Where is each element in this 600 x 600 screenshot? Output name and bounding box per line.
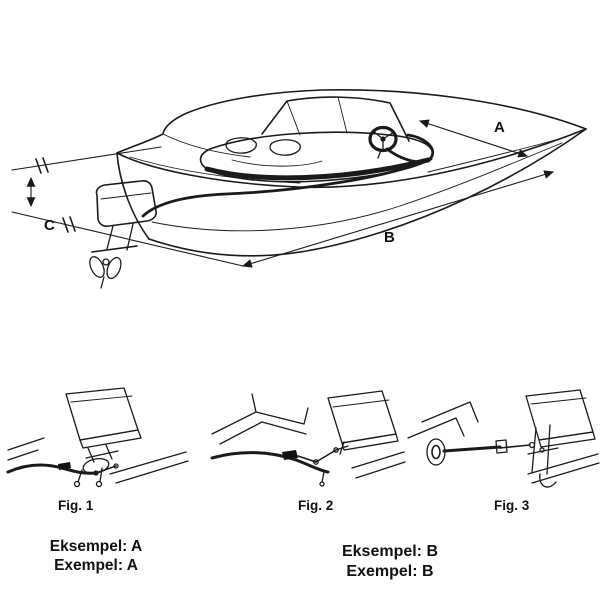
windshield-panel-line-1 [286,100,301,136]
fig1-link-pivot-2 [113,463,119,469]
fig1-clamp-knob-1 [73,480,81,488]
fig3-tilt-tube-bezel-outer [426,438,446,466]
fig1-link-pivot-1 [93,470,99,476]
boat-overview-drawing: A B C [11,88,587,289]
outboard-motor [89,180,157,289]
captions: Eksempel: A Exempel: A Eksempel: B Exemp… [50,538,438,580]
steering-wheel-pedestal [377,149,382,159]
fig3-cowling-pan [538,431,596,448]
steering-wheel [368,125,398,159]
figure-2-drawing: Fig. 2 [210,390,406,513]
propeller-blade-right [106,256,122,280]
motor-midsection [106,223,134,251]
dimension-b-line [241,170,555,268]
fig2-transom-verticals [251,393,309,425]
fig2-link-rod [315,449,337,463]
figure-1-label: Fig. 1 [58,498,94,513]
reference-line-upper [11,146,162,171]
reference-line-lower [11,211,244,267]
fig3-cowling-accent [530,397,587,405]
boat-inner-deck-line [427,136,567,173]
seat-left [225,137,257,154]
bench-line [231,159,323,167]
fig1-cable-fitting [58,462,71,470]
fig1-gunwale-lines [109,451,189,484]
fig1-cowling-accent [70,395,133,403]
fig3-rod-nut [495,439,508,454]
fig2-steering-cable [210,451,330,474]
figure-1-drawing: Fig. 1 [6,387,189,513]
figure-2-label: Fig. 2 [298,498,333,513]
motor-cowling-accent [100,192,152,200]
dimension-b-label: B [384,229,395,246]
fig2-cable-fitting [282,450,298,460]
fig2-link-pivot-1 [313,459,319,465]
fig3-clamp-bracket [527,424,559,475]
propeller-hub [102,258,110,266]
dimension-c: C [11,146,244,267]
boat-chine-line [151,142,563,232]
dimension-a: A [418,119,529,158]
caption-exempel-b: Exempel: B [346,563,433,580]
fig2-cable-rod [297,455,317,463]
motor-cowling [95,180,157,227]
fig2-bracket [335,441,349,455]
motor-cavitation-plate [91,245,138,253]
caption-eksempel-a: Eksempel: A [50,538,142,555]
fig2-gunwale-lines [351,451,406,479]
figure-3-drawing: Fig. 3 [407,389,600,513]
dimension-a-line [418,119,529,158]
fig1-hull-lines-left [7,437,45,461]
fig1-clamp-knob-2 [95,480,103,488]
boat-transom-edge [116,152,150,240]
motor-skeg [100,276,105,289]
tick-marks-lower [62,216,76,233]
windshield-panel-line-2 [337,96,348,134]
dimension-a-label: A [494,119,505,136]
caption-exempel-a: Exempel: A [54,557,138,574]
boat-stern-deck-line [162,133,251,158]
fig1-link-rod [95,465,117,474]
fig2-cowling-accent [332,399,390,408]
fig2-clamp-knob [319,481,325,487]
figure-3-label: Fig. 3 [494,498,530,513]
fig3-tilt-tube-bezel-inner [431,444,441,460]
fig2-link-pivot-2 [333,447,339,453]
fig1-cowling-pan [79,429,142,449]
fig3-rod-thin [499,444,531,449]
fig2-cowling-pan [341,433,399,451]
fig2-splashwell-lines [211,411,307,445]
tick-marks-upper [35,157,49,174]
caption-eksempel-b: Eksempel: B [342,543,438,560]
seat-right [269,139,301,156]
fig3-lower-unit [539,473,557,488]
steering-wheel-spokes [372,130,395,151]
dimension-c-label: C [44,217,55,234]
dimension-b: B [241,170,555,268]
windshield-outline [261,96,410,142]
fig1-clamp-screw-2 [99,467,103,483]
propeller-blade-left [89,256,105,278]
windshield [261,96,410,142]
fig2-clamp-screw [321,471,325,483]
fig3-bracket-pivot [539,447,545,453]
fig3-steering-rod [442,445,502,453]
fig3-transom-lines [407,401,479,439]
fig3-gunwale-lines [527,453,600,484]
